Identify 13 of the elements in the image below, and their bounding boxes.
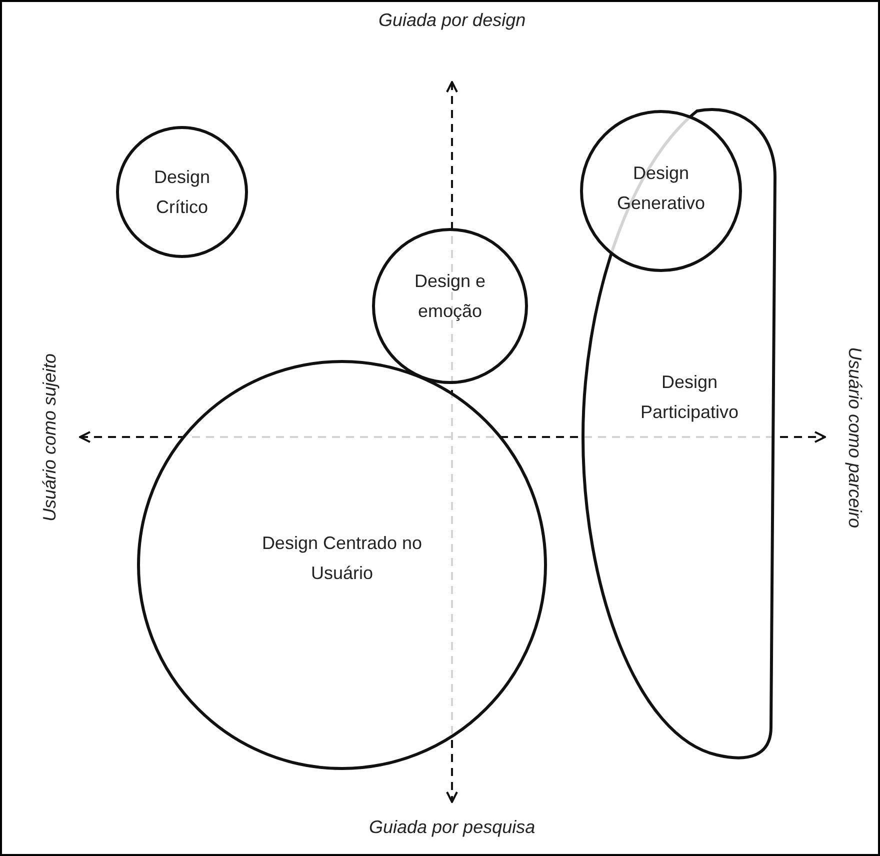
circle-region [137, 360, 547, 770]
node-label: Design Crítico [152, 166, 212, 219]
node-label: Design Generativo [616, 162, 706, 215]
circle-region [372, 228, 528, 384]
axis-label: Usuário como parceiro [844, 346, 865, 528]
node-label: Design Centrado no Usuário [260, 532, 424, 585]
axis-label: Guiada por pesquisa [369, 816, 536, 838]
circle-region [580, 110, 742, 272]
circle-region [116, 126, 248, 258]
axis-label: Guiada por design [378, 10, 526, 30]
axis-label: Usuário como sujeito [40, 352, 61, 522]
node-label: Design e emoção [413, 270, 487, 323]
node-label: Design Participativo [639, 371, 740, 424]
